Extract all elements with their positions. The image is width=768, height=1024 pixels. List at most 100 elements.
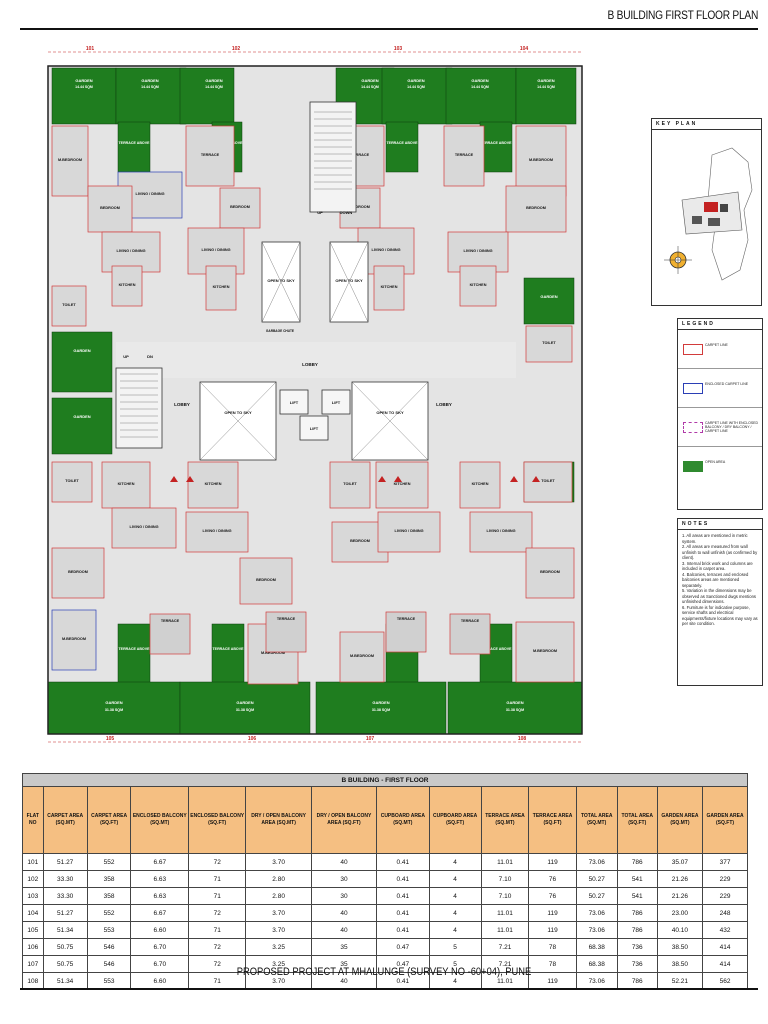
room-label: LIVING / DINING — [463, 249, 492, 253]
flat-number-bottom: 107 — [366, 736, 375, 742]
garden-size-label: 31.38 SQM — [506, 708, 524, 712]
legend-swatch — [683, 383, 703, 394]
garden-size-label: 14.44 SQM — [407, 85, 425, 89]
bottom-garden — [447, 681, 583, 735]
table-cell: 68.38 — [575, 938, 618, 956]
table-cell: 71 — [188, 887, 247, 905]
column-header: DRY / OPEN BALCONY AREA (SQ.FT) — [310, 786, 378, 854]
room — [443, 125, 485, 187]
table-cell: 119 — [528, 904, 577, 922]
room-label: KITCHEN — [394, 482, 411, 486]
entry-marker — [532, 476, 540, 482]
table-cell: 108 — [22, 972, 44, 990]
table-cell: 50.27 — [575, 870, 618, 888]
table-cell: 229 — [702, 887, 748, 905]
garden-label: GARDEN — [73, 348, 90, 353]
table-cell: 4 — [428, 921, 482, 939]
side-garden — [51, 331, 113, 393]
table-cell: 0.47 — [376, 938, 430, 956]
key-plan-building-marker — [704, 202, 718, 212]
note-item: 5. Variation in the dimensions may be ob… — [682, 588, 757, 604]
table-cell: 52.21 — [656, 972, 704, 990]
entry-marker — [186, 476, 194, 482]
note-item: 3. Internal brick work and columns are i… — [682, 560, 753, 572]
flat-number-top: 104 — [520, 46, 529, 52]
garden-label: GARDEN — [372, 700, 389, 705]
note-item: 1. All areas are mentioned in metric sys… — [682, 533, 748, 544]
room-label: TERRACE — [201, 153, 220, 157]
stair-core — [115, 367, 163, 449]
table-cell: 73.06 — [575, 853, 618, 871]
room — [375, 461, 429, 509]
garden-size-label: 14.44 SQM — [75, 85, 93, 89]
garden-label: GARDEN — [205, 78, 222, 83]
table-cell: 552 — [86, 904, 132, 922]
table-cell: 73.06 — [575, 921, 618, 939]
notes-title: NOTES — [678, 519, 762, 530]
terrace-above-label: TERRACE ABOVE — [480, 141, 512, 145]
table-cell: 38.50 — [656, 938, 704, 956]
table-cell: 736 — [616, 938, 658, 956]
table-cell: 21.26 — [656, 870, 704, 888]
legend-label: CARPET LINE WITH ENCLOSED BALCONY / DRY … — [705, 421, 759, 433]
open-to-sky-label: OPEN TO SKY — [376, 410, 404, 415]
room-label: KITCHEN — [119, 283, 136, 287]
stair-down-label: DOWN — [340, 210, 353, 215]
room-label: BEDROOM — [230, 205, 250, 209]
lift-label: LIFT — [290, 400, 299, 405]
room — [51, 609, 97, 671]
column-header: DRY / OPEN BALCONY AREA (SQ.MT) — [245, 786, 312, 854]
column-header: ENCLOSED BALCONY (SQ.FT) — [188, 786, 247, 854]
table-cell: 432 — [702, 921, 748, 939]
table-cell: 786 — [616, 904, 658, 922]
lift-label: LIFT — [310, 426, 319, 431]
room — [447, 231, 509, 273]
project-footer: PROPOSED PROJECT AT MHALUNGE (SURVEY NO … — [236, 966, 532, 978]
room-label: KITCHEN — [472, 482, 489, 486]
table-cell: 40 — [310, 853, 378, 871]
garden-size-label: 31.38 SQM — [236, 708, 254, 712]
room-label: BEDROOM — [256, 578, 276, 582]
room-label: BEDROOM — [540, 570, 560, 574]
room-label: TERRACE — [351, 153, 370, 157]
table-cell: 33.30 — [42, 887, 88, 905]
notes-panel: NOTES 1. All areas are mentioned in metr… — [677, 518, 763, 686]
table-cell: 4 — [428, 870, 482, 888]
table-cell: 50.75 — [42, 938, 88, 956]
table-cell: 553 — [86, 921, 132, 939]
room-label: LIVING / DINING — [371, 248, 400, 252]
room-label: TOILET — [541, 479, 555, 483]
table-cell: 11.01 — [480, 921, 530, 939]
garden-label: GARDEN — [236, 700, 253, 705]
room-label: M.BEDROOM — [58, 158, 82, 162]
outer-wall — [47, 65, 583, 735]
note-item: 4. Balconies, terraces and enclosed balc… — [682, 571, 749, 588]
table-cell: 23.00 — [656, 904, 704, 922]
lobby-label: LOBBY — [302, 362, 318, 367]
terrace-area — [265, 611, 307, 653]
room-label: BEDROOM — [526, 206, 546, 210]
table-cell: 0.41 — [376, 921, 430, 939]
void-cross — [351, 381, 429, 461]
table-cell: 377 — [702, 853, 748, 871]
garden-area — [51, 67, 117, 125]
legend-item: ENCLOSED CARPET LINE — [678, 369, 762, 408]
table-cell: 76 — [528, 870, 577, 888]
table-cell: 3.70 — [245, 921, 312, 939]
garden-size-label: 31.38 SQM — [105, 708, 123, 712]
lobby-label: LOBBY — [174, 402, 190, 407]
table-cell: 73.06 — [575, 904, 618, 922]
table-cell: 103 — [22, 887, 44, 905]
room-label: M.BEDROOM — [533, 649, 557, 653]
room-label: TOILET — [542, 341, 556, 345]
page-title: B BUILDING FIRST FLOOR PLAN — [607, 8, 758, 22]
table-cell: 541 — [616, 870, 658, 888]
room — [459, 461, 501, 509]
flat-number-top: 103 — [394, 46, 403, 52]
table-cell: 248 — [702, 904, 748, 922]
